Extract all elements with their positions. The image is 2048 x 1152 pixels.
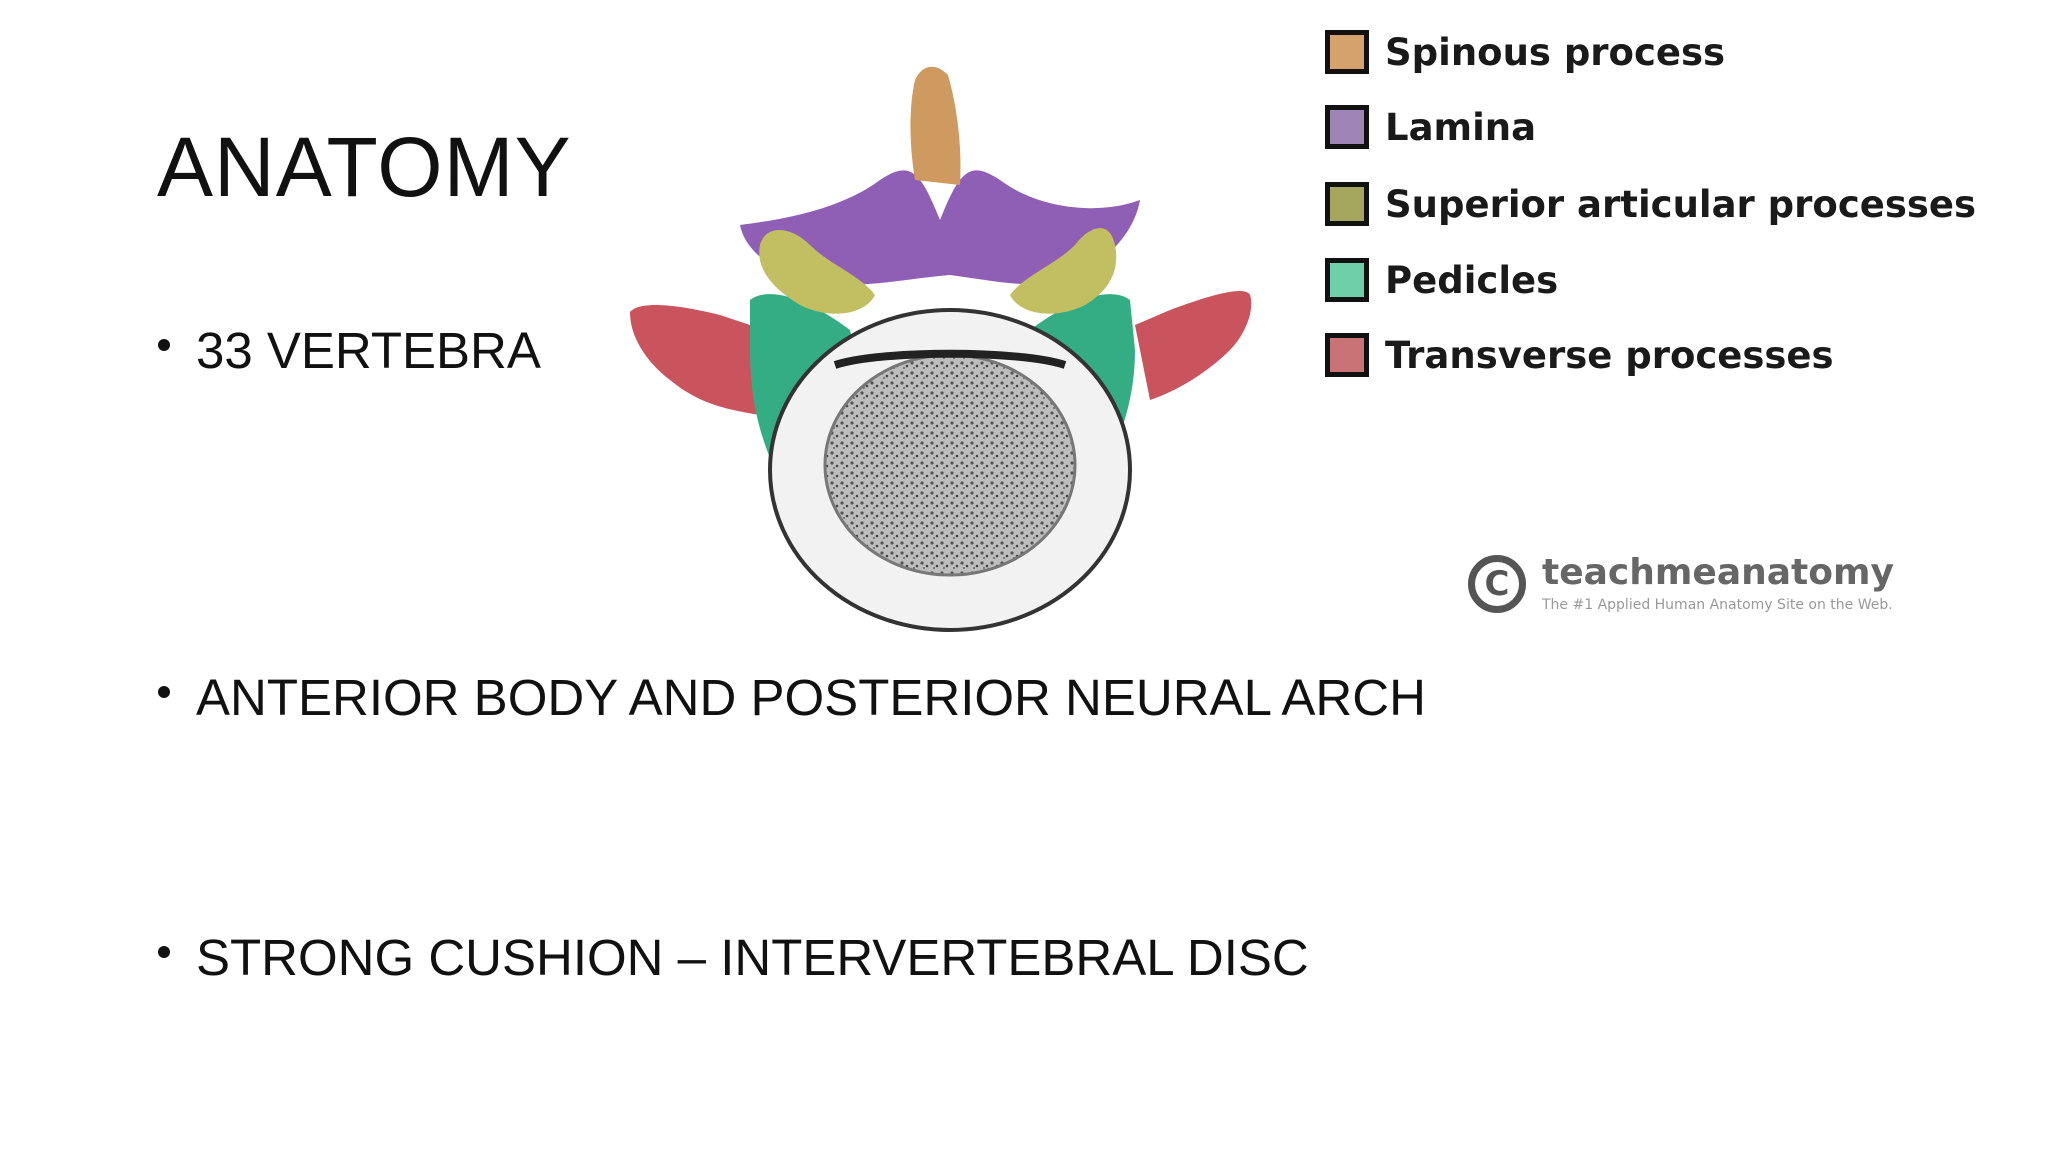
transverse-process-right: [1135, 290, 1252, 400]
copyright-icon: C: [1468, 555, 1526, 613]
bullet-text: 33 VERTEBRA: [196, 322, 541, 379]
legend-label: Pedicles: [1385, 258, 1559, 302]
slide-title: ANATOMY: [157, 120, 572, 214]
transverse-process-left: [630, 304, 760, 415]
legend-swatch: [1325, 258, 1369, 302]
bullet-dot-icon: [158, 945, 170, 958]
legend-item-spinous-process: Spinous process: [1325, 30, 1725, 74]
superior-articular-process-right: [1010, 228, 1117, 314]
bullet-item: ANTERIOR BODY AND POSTERIOR NEURAL ARCH: [158, 672, 1426, 723]
legend-label: Spinous process: [1385, 30, 1726, 74]
teachmeanatomy-watermark: C teachmeanatomy The #1 Applied Human An…: [1468, 555, 1894, 613]
bullet-item: 33 VERTEBRA: [158, 325, 541, 376]
bullet-dot-icon: [158, 338, 170, 351]
legend-item-transverse-processes: Transverse processes: [1325, 333, 1834, 377]
bullet-text: STRONG CUSHION – INTERVERTEBRAL DISC: [196, 929, 1309, 986]
legend-label: Superior articular processes: [1385, 182, 1977, 226]
superior-articular-process-left: [759, 230, 875, 314]
legend-item-lamina: Lamina: [1325, 105, 1536, 149]
legend-item-pedicles: Pedicles: [1325, 258, 1558, 302]
lamina: [740, 170, 1140, 285]
legend-swatch: [1325, 182, 1369, 226]
legend-label: Transverse processes: [1385, 333, 1834, 377]
spinous-process: [910, 66, 961, 185]
watermark-tagline: The #1 Applied Human Anatomy Site on the…: [1542, 597, 1893, 613]
legend-swatch: [1325, 333, 1369, 377]
legend-item-superior-articular-processes: Superior articular processes: [1325, 182, 1976, 226]
vertebral-body-core: [823, 353, 1077, 577]
legend-swatch: [1325, 30, 1369, 74]
legend-label: Lamina: [1385, 105, 1537, 149]
bullet-text: ANTERIOR BODY AND POSTERIOR NEURAL ARCH: [196, 669, 1426, 726]
vertebral-foramen-edge: [833, 349, 1067, 369]
legend-swatch: [1325, 105, 1369, 149]
bullet-item: STRONG CUSHION – INTERVERTEBRAL DISC: [158, 932, 1309, 983]
vertebra-illustration: [630, 66, 1252, 632]
watermark-name: teachmeanatomy: [1542, 552, 1894, 593]
bullet-dot-icon: [158, 685, 170, 698]
